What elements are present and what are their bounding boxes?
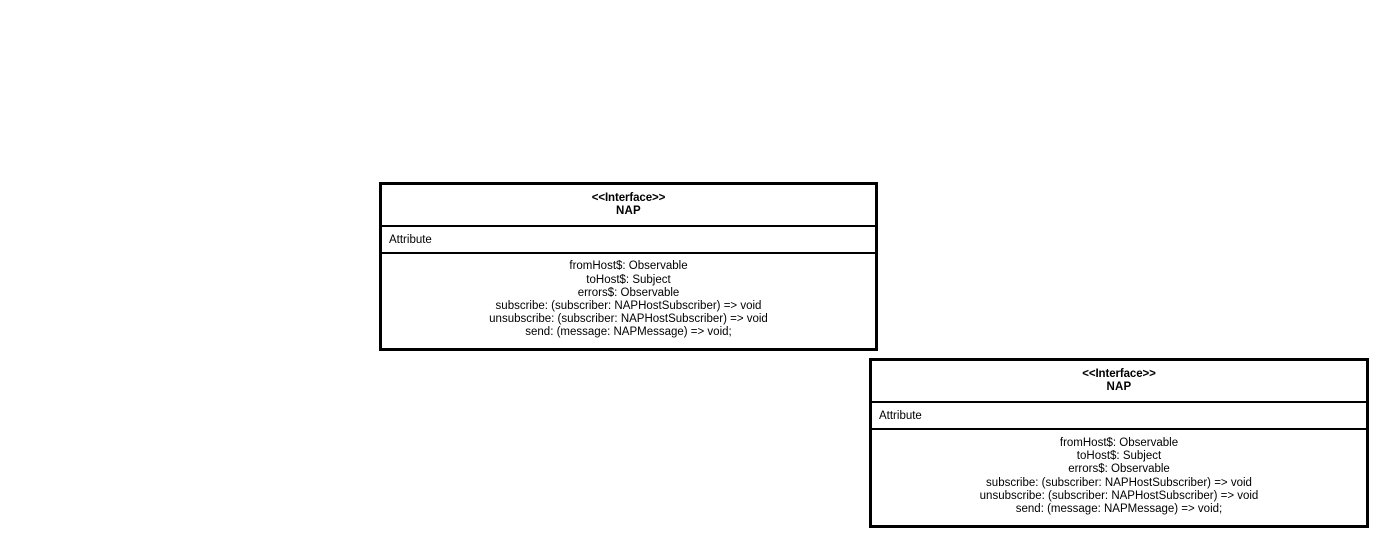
uml-member-row: send: (message: NAPMessage) => void; — [1015, 502, 1223, 515]
uml-member-row: send: (message: NAPMessage) => void; — [525, 326, 732, 339]
uml-attribute-section-label: Attribute — [879, 409, 922, 422]
uml-stereotype-label: <<Interface>> — [591, 192, 666, 204]
uml-attribute-section-label: Attribute — [389, 233, 432, 246]
uml-class-header: <<Interface>> NAP — [872, 361, 1366, 403]
uml-attribute-compartment: Attribute — [382, 227, 875, 254]
uml-member-row: toHost$: Subject — [586, 273, 671, 286]
uml-stereotype-label: <<Interface>> — [1082, 368, 1156, 380]
uml-member-row: toHost$: Subject — [1076, 450, 1162, 463]
uml-member-row: unsubscribe: (subscriber: NAPHostSubscri… — [979, 489, 1259, 502]
uml-member-row: errors$: Observable — [1068, 463, 1170, 476]
uml-member-row: subscribe: (subscriber: NAPHostSubscribe… — [495, 300, 762, 312]
uml-member-row: subscribe: (subscriber: NAPHostSubscribe… — [986, 476, 1252, 489]
uml-class-header: <<Interface>> NAP — [382, 185, 875, 227]
uml-attribute-compartment: Attribute — [872, 403, 1366, 430]
uml-members-compartment: fromHost$: Observable toHost$: Subject e… — [382, 254, 875, 348]
uml-class-box[interactable]: <<Interface>> NAP Attribute fromHost$: O… — [379, 182, 878, 351]
uml-class-name: NAP — [1106, 381, 1132, 393]
uml-class-name: NAP — [616, 205, 641, 217]
uml-class-box[interactable]: <<Interface>> NAP Attribute fromHost$: O… — [869, 358, 1369, 528]
uml-member-row: fromHost$: Observable — [1059, 436, 1179, 449]
uml-member-row: errors$: Observable — [577, 286, 680, 299]
uml-member-row: unsubscribe: (subscriber: NAPHostSubscri… — [489, 313, 768, 326]
uml-members-compartment: fromHost$: Observable toHost$: Subject e… — [872, 430, 1366, 525]
uml-member-row: fromHost$: Observable — [569, 260, 688, 273]
